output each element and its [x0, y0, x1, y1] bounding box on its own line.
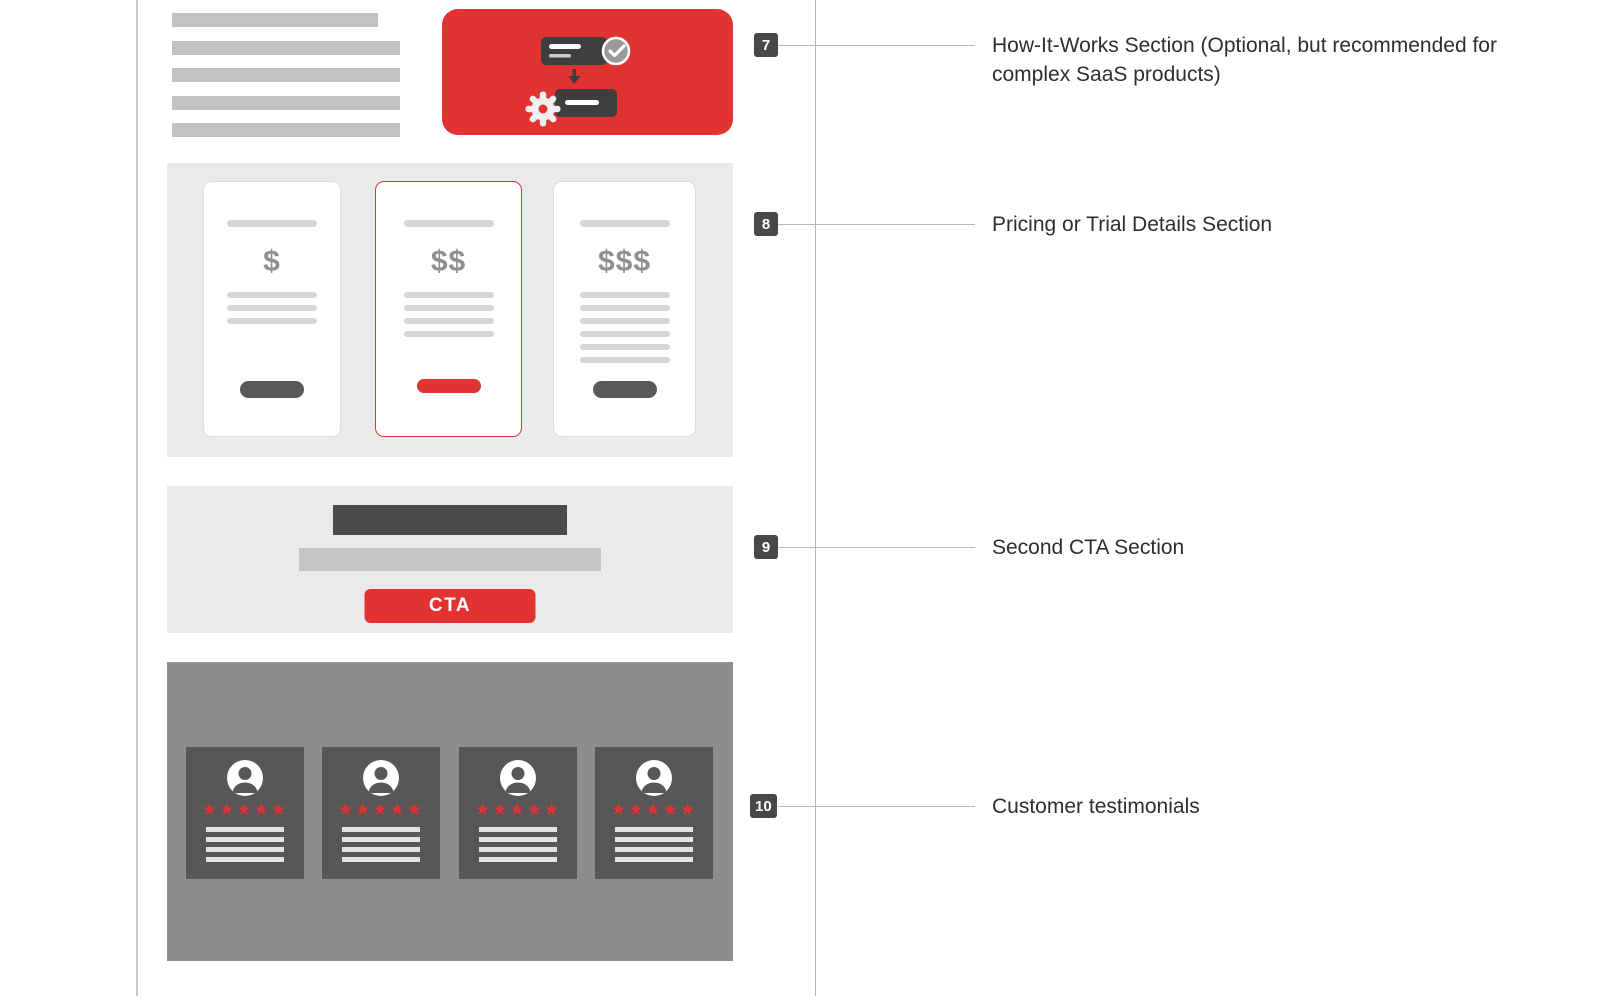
review-text-lines: [479, 827, 557, 862]
testimonial-card: ★★★★★: [322, 747, 440, 879]
star-rating: ★★★★★: [337, 800, 425, 819]
placeholder-line: [227, 305, 317, 311]
placeholder-line: [342, 857, 420, 862]
check-icon: [601, 36, 630, 66]
placeholder-line: [479, 827, 557, 832]
testimonial-card: ★★★★★: [186, 747, 304, 879]
placeholder-line: [206, 837, 284, 842]
placeholder-line: [403, 220, 494, 227]
placeholder-line: [579, 220, 670, 227]
placeholder-line: [227, 292, 317, 298]
workflow-illustration: [525, 36, 630, 127]
placeholder-line: [342, 827, 420, 832]
placeholder-line: [172, 13, 378, 27]
price-tier-label: $: [263, 245, 281, 278]
connector-line: [778, 806, 975, 807]
annotation-label: Second CTA Section: [992, 536, 1185, 559]
pricing-card-premium: $$$: [553, 181, 696, 437]
placeholder-line: [206, 847, 284, 852]
connector-line: [778, 547, 975, 548]
placeholder-line: [579, 331, 670, 337]
placeholder-line: [172, 40, 400, 55]
gear-icon: [525, 91, 560, 127]
result-card-icon: [554, 89, 617, 117]
annotation-number-badge: 7: [754, 33, 778, 57]
placeholder-line: [579, 344, 670, 350]
placeholder-line: [227, 318, 317, 324]
placeholder-line: [342, 837, 420, 842]
annotation-number-badge: 8: [754, 212, 778, 236]
avatar-icon: [363, 760, 399, 796]
feature-lines: [579, 292, 670, 363]
star-rating: ★★★★★: [201, 800, 289, 819]
placeholder-line: [615, 847, 693, 852]
page-left-border: [136, 0, 138, 996]
annotation-divider-line: [815, 0, 816, 996]
cta-button: CTA: [364, 589, 536, 623]
subheadline-placeholder-bar: [299, 548, 601, 571]
placeholder-line: [403, 318, 494, 324]
placeholder-line: [206, 827, 284, 832]
annotation-label: Customer testimonials: [992, 795, 1200, 818]
testimonial-card: ★★★★★: [595, 747, 713, 879]
placeholder-line: [227, 220, 317, 227]
placeholder-line: [479, 837, 557, 842]
pricing-section-wireframe: $ $$ $$$: [167, 163, 733, 457]
avatar-icon: [500, 760, 536, 796]
annotation-number-badge: 9: [754, 535, 778, 559]
pricing-card-basic: $: [203, 181, 341, 437]
placeholder-line: [615, 827, 693, 832]
placeholder-line: [403, 331, 494, 337]
placeholder-line: [172, 68, 400, 82]
star-rating: ★★★★★: [474, 800, 562, 819]
plan-button-placeholder: [240, 381, 304, 398]
pricing-card-standard-highlighted: $$: [375, 181, 522, 437]
placeholder-line: [342, 847, 420, 852]
feature-lines: [403, 292, 494, 337]
how-it-works-illustration: [442, 9, 733, 135]
annotation-number-badge: 10: [750, 794, 777, 818]
feature-lines: [227, 292, 317, 324]
placeholder-line: [172, 123, 400, 137]
placeholder-line: [579, 305, 670, 311]
arrow-down-icon: [567, 69, 580, 84]
placeholder-line: [403, 292, 494, 298]
testimonial-card: ★★★★★: [459, 747, 577, 879]
placeholder-line: [615, 837, 693, 842]
placeholder-line: [479, 847, 557, 852]
price-tier-label: $$: [430, 245, 467, 278]
placeholder-line: [579, 292, 670, 298]
placeholder-line: [206, 857, 284, 862]
steps-card-icon: [540, 37, 607, 65]
plan-button-placeholder: [592, 381, 657, 398]
second-cta-section-wireframe: CTA: [167, 486, 733, 633]
placeholder-line: [579, 357, 670, 363]
avatar-icon: [227, 760, 263, 796]
star-rating: ★★★★★: [610, 800, 698, 819]
testimonials-section-wireframe: ★★★★★ ★★★★★ ★★★★★: [167, 662, 733, 961]
price-tier-label: $$$: [597, 245, 652, 278]
avatar-icon: [636, 760, 672, 796]
connector-line: [778, 224, 975, 225]
annotation-label: Pricing or Trial Details Section: [992, 213, 1273, 236]
placeholder-line: [479, 857, 557, 862]
placeholder-line: [403, 305, 494, 311]
review-text-lines: [615, 827, 693, 862]
placeholder-line: [579, 318, 670, 324]
plan-button-placeholder: [416, 379, 481, 393]
headline-placeholder-bar: [333, 505, 567, 535]
placeholder-line: [615, 857, 693, 862]
review-text-lines: [342, 827, 420, 862]
review-text-lines: [206, 827, 284, 862]
connector-line: [778, 45, 975, 46]
placeholder-text-block: [172, 13, 400, 151]
placeholder-line: [172, 95, 400, 110]
annotation-label: How-It-Works Section (Optional, but reco…: [992, 34, 1497, 86]
